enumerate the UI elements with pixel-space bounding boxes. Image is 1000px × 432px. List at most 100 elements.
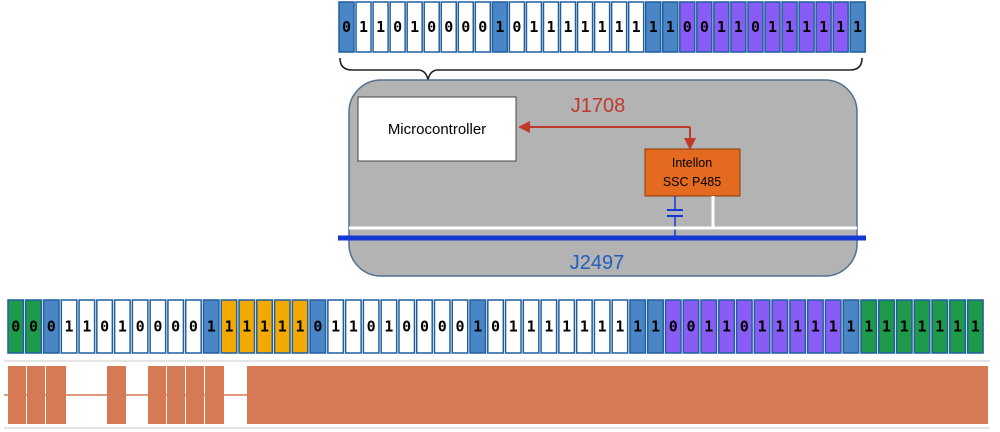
waveform-burst [8, 366, 26, 424]
top-bit-cell [730, 1, 747, 53]
bottom-bit-cell [131, 299, 149, 354]
top-bit-digit: 1 [376, 18, 385, 36]
bottom-bit-cell [469, 299, 487, 354]
intellon-transceiver-box [644, 148, 741, 197]
waveform-burst [148, 366, 166, 424]
top-bit-digit: 0 [393, 18, 402, 36]
bottom-bit-digit: 0 [29, 318, 38, 336]
top-bit-digit: 0 [427, 18, 436, 36]
bottom-bit-cell [895, 299, 913, 354]
bottom-bit-cell [433, 299, 451, 354]
bottom-bit-cell [735, 299, 753, 354]
waveform-burst [107, 366, 126, 424]
bottom-bit-cell [184, 299, 202, 354]
top-bit-digit: 1 [717, 18, 726, 36]
bottom-bit-cell [60, 299, 78, 354]
waveform-burst [186, 366, 204, 424]
ssc-p485-label: SSC P485 [663, 175, 721, 189]
top-bit-cell [474, 1, 492, 53]
bottom-bit-digit: 0 [491, 318, 500, 336]
bottom-bit-cell [238, 299, 256, 354]
top-bit-cell [389, 1, 406, 53]
bottom-bit-digit: 1 [65, 318, 74, 336]
bottom-bit-digit: 0 [438, 318, 447, 336]
top-bit-digit: 1 [632, 18, 641, 36]
bottom-bit-cell [327, 299, 345, 354]
bottom-bit-cell [806, 299, 824, 354]
top-bit-digit: 1 [615, 18, 624, 36]
j1708-label: J1708 [571, 95, 626, 117]
top-bit-cell [627, 1, 645, 53]
bottom-bit-cell [25, 299, 43, 354]
bottom-bit-digit: 1 [651, 318, 660, 336]
top-bit-digit: 0 [478, 18, 487, 36]
bottom-bit-digit: 1 [82, 318, 91, 336]
bottom-bit-cell [682, 299, 700, 354]
waveform-burst [27, 366, 45, 424]
bottom-bit-digit: 1 [242, 318, 251, 336]
bottom-bit-cell [113, 299, 131, 354]
bottom-bit-cell [487, 299, 505, 354]
bottom-bit-digit: 1 [278, 318, 287, 336]
top-bit-digit: 1 [598, 18, 607, 36]
bottom-bit-cell [575, 299, 593, 354]
bottom-bit-cell [824, 299, 842, 354]
bottom-bit-cell [291, 299, 309, 354]
bottom-bit-cell [362, 299, 380, 354]
bottom-bit-digit: 0 [100, 318, 109, 336]
top-bit-cell [406, 1, 423, 53]
top-bit-digit: 1 [836, 18, 845, 36]
bottom-bit-cell [540, 299, 558, 354]
bottom-bit-digit: 1 [544, 318, 553, 336]
top-bit-digit: 1 [410, 18, 419, 36]
top-bit-digit: 1 [785, 18, 794, 36]
top-bit-cell [525, 1, 543, 53]
waveform-burst [46, 366, 66, 424]
waveform-burst [167, 366, 185, 424]
bottom-bit-cell [451, 299, 469, 354]
bottom-bit-cell [202, 299, 220, 354]
j1708-arrowhead-left [518, 121, 530, 133]
bottom-bit-digit: 1 [527, 318, 536, 336]
bottom-bit-cell [344, 299, 362, 354]
intellon-label: Intellon [672, 156, 712, 170]
bottom-bit-digit: 1 [580, 318, 589, 336]
bottom-bit-cell [789, 299, 807, 354]
bottom-bit-digit: 1 [829, 318, 838, 336]
bottom-bit-cell [380, 299, 398, 354]
bottom-bit-cell [149, 299, 167, 354]
bottom-bit-digit: 1 [633, 318, 642, 336]
top-bit-digit: 1 [546, 18, 555, 36]
top-bit-cell [508, 1, 526, 53]
bottom-bit-digit: 1 [775, 318, 784, 336]
bottom-bit-cell [309, 299, 327, 354]
bottom-bit-digit: 0 [313, 318, 322, 336]
bottom-bit-cell [558, 299, 576, 354]
bottom-bit-digit: 1 [118, 318, 127, 336]
top-bit-digit: 1 [853, 18, 862, 36]
top-bit-cell [832, 1, 849, 53]
top-bit-digit: 0 [444, 18, 453, 36]
top-bit-cell [764, 1, 781, 53]
bottom-bit-digit: 0 [153, 318, 162, 336]
top-bit-cell [644, 1, 662, 53]
bottom-bit-digit: 0 [136, 318, 145, 336]
bottom-bit-digit: 1 [704, 318, 713, 336]
top-bit-cell [423, 1, 440, 53]
top-bit-digit: 1 [359, 18, 368, 36]
bottom-bit-cell [273, 299, 291, 354]
bottom-bit-cell [256, 299, 274, 354]
bottom-bit-digit: 1 [846, 318, 855, 336]
bottom-bit-digit: 0 [740, 318, 749, 336]
top-bit-digit: 1 [819, 18, 828, 36]
bottom-bit-digit: 1 [598, 318, 607, 336]
bottom-bit-digit: 0 [189, 318, 198, 336]
bottom-bit-digit: 1 [562, 318, 571, 336]
top-bit-cell [610, 1, 628, 53]
bottom-bit-digit: 1 [224, 318, 233, 336]
bottom-bit-digit: 1 [900, 318, 909, 336]
top-bit-digit: 0 [751, 18, 760, 36]
bottom-bit-digit: 1 [864, 318, 873, 336]
bottom-bit-cell [398, 299, 416, 354]
